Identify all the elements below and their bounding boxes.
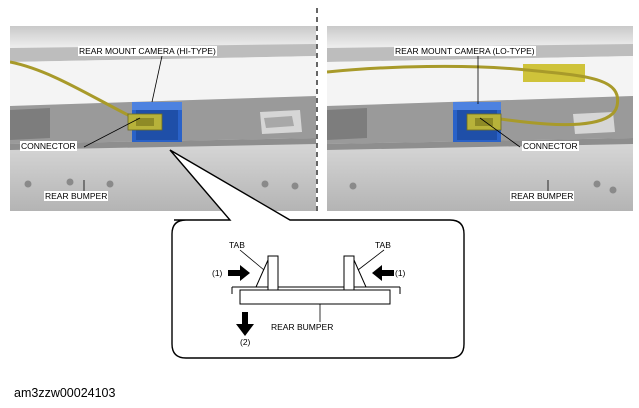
right-tab-leader	[357, 249, 385, 271]
left-tab-leader	[239, 249, 265, 271]
leader-left-camera	[151, 55, 163, 103]
left-tab-post	[267, 255, 279, 291]
detail-rear-bumper-label: REAR BUMPER	[271, 322, 334, 332]
down-pull-arrow-icon	[236, 312, 254, 336]
callout-bubble-outline	[169, 149, 465, 359]
hi-type-camera-label: REAR MOUNT CAMERA (HI-TYPE)	[78, 46, 217, 56]
right-tab-label: TAB	[375, 240, 391, 250]
left-push-arrow-icon	[228, 265, 250, 281]
left-tab-label: TAB	[229, 240, 245, 250]
left-tab-shape	[255, 259, 269, 288]
right-push-arrow-icon	[372, 265, 394, 281]
lo-type-camera-illustration	[327, 26, 633, 211]
lo-type-rear-bumper-label: REAR BUMPER	[510, 191, 575, 201]
right-step-1-label: (1)	[395, 268, 406, 278]
figure-code: am3zzw00024103	[14, 386, 116, 400]
leader-right-connector	[479, 117, 521, 148]
step-2-label: (2)	[240, 337, 251, 347]
right-tab-post	[343, 255, 355, 291]
photo-panel-lo-type	[327, 26, 633, 211]
right-tab-shape	[353, 259, 367, 288]
hi-type-rear-bumper-label: REAR BUMPER	[44, 191, 109, 201]
lo-type-camera-label: REAR MOUNT CAMERA (LO-TYPE)	[394, 46, 536, 56]
bumper-section	[239, 289, 391, 305]
hi-type-connector-label: CONNECTOR	[20, 141, 77, 151]
left-step-1-label: (1)	[212, 268, 223, 278]
lo-type-connector-label: CONNECTOR	[522, 141, 579, 151]
leader-left-connector	[83, 117, 141, 148]
